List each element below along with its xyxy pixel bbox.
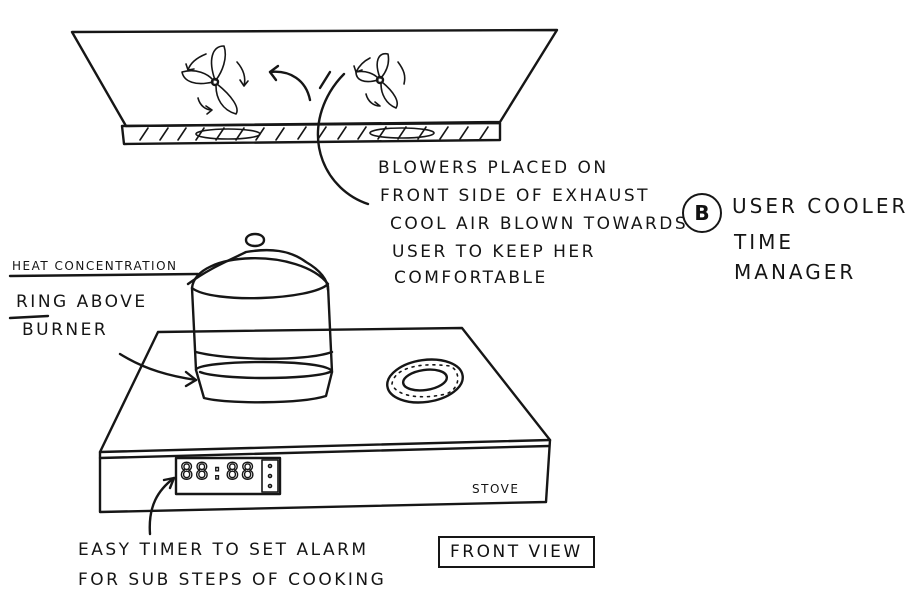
- blowers-note-line-2: FRONT SIDE OF EXHAUST: [380, 186, 650, 206]
- blower-fan-left: [181, 45, 249, 115]
- blowers-note-line-3: COOL AIR BLOWN TOWARDS: [390, 214, 689, 234]
- heat-ring-arrow: [8, 272, 200, 388]
- cooking-pot: [186, 232, 334, 404]
- exhaust-hood: [70, 28, 559, 146]
- concept-badge: B: [682, 193, 722, 233]
- concept-title-line-1: USER COOLER: [732, 194, 909, 218]
- front-view-label: FRONT VIEW: [438, 536, 595, 568]
- blowers-note-line-5: COMFORTABLE: [394, 268, 548, 288]
- stove-label: STOVE: [472, 482, 520, 496]
- timer-display: 88:88: [179, 459, 257, 485]
- timer-note-line-1: EASY TIMER TO SET ALARM: [78, 540, 369, 560]
- concept-title-line-3: MANAGER: [734, 260, 857, 284]
- heat-ring-line-2: BURNER: [22, 320, 109, 340]
- air-flow-arrow: [268, 64, 370, 206]
- timer-note-line-2: FOR SUB STEPS OF COOKING: [78, 570, 387, 590]
- stove: [98, 326, 552, 514]
- blower-fan-right: [353, 53, 406, 109]
- blowers-note-line-4: USER TO KEEP HER: [392, 242, 596, 262]
- concept-title-line-2: TIME: [734, 230, 795, 254]
- heat-ring-title: HEAT CONCENTRATION: [12, 259, 178, 273]
- blowers-note-line-1: BLOWERS PLACED ON: [378, 158, 609, 178]
- timer-arrow: [148, 476, 176, 536]
- heat-ring-line-1: RING ABOVE: [16, 292, 148, 312]
